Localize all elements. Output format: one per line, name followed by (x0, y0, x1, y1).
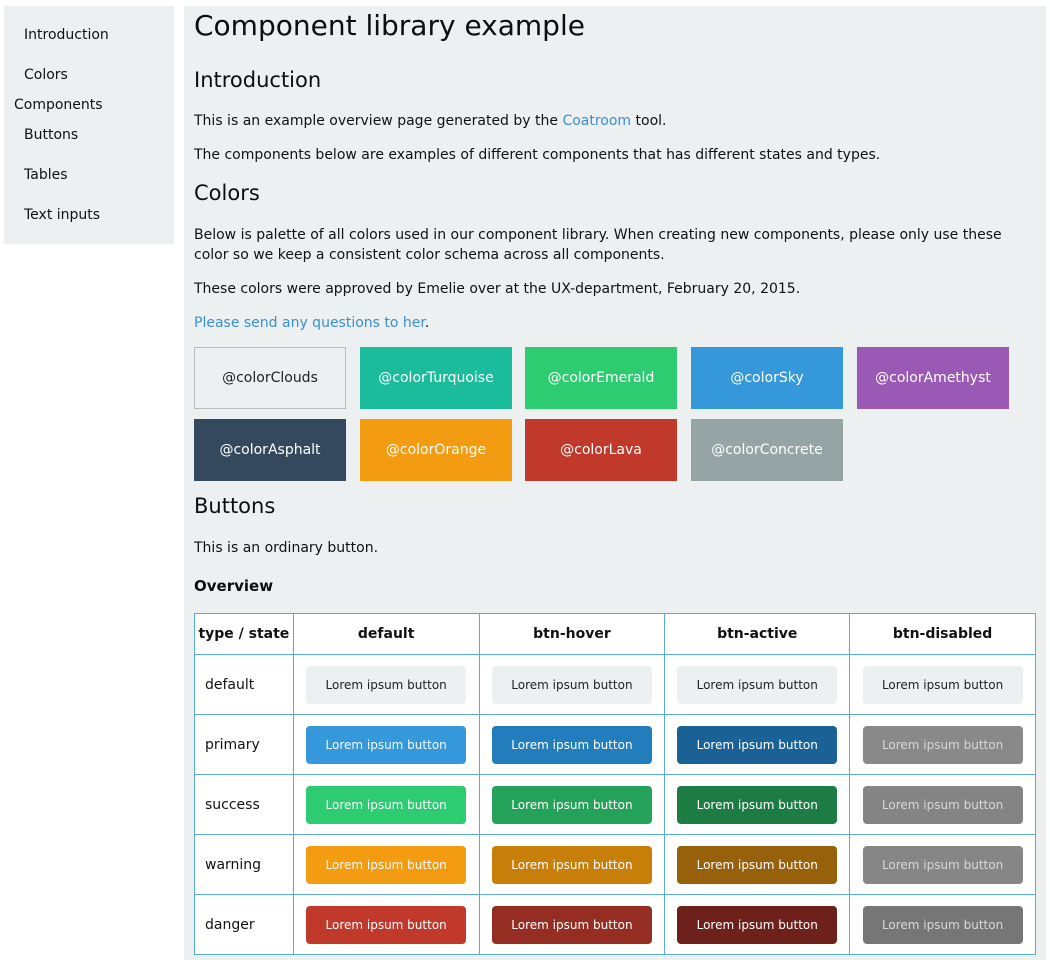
sidebar-item-buttons[interactable]: Buttons (24, 127, 79, 143)
sidebar-item-colors[interactable]: Colors (24, 67, 68, 83)
danger-button-active-state[interactable]: Lorem ipsum button (677, 905, 838, 944)
table-row: primary Lorem ipsum button Lorem ipsum b… (194, 714, 1036, 775)
row-label-primary: primary (194, 714, 294, 775)
default-button-hover-state[interactable]: Lorem ipsum button (491, 665, 652, 704)
table-row: default Lorem ipsum button Lorem ipsum b… (194, 654, 1036, 715)
questions-link[interactable]: Please send any questions to her (194, 315, 425, 331)
sidebar-item-tables[interactable]: Tables (24, 167, 68, 183)
default-button-disabled-state[interactable]: Lorem ipsum button (862, 665, 1023, 704)
color-swatch-emerald: @colorEmerald (525, 347, 677, 409)
color-swatch-concrete: @colorConcrete (691, 419, 843, 481)
column-header-btn-active: btn-active (664, 613, 851, 655)
intro-text-before: This is an example overview page generat… (194, 113, 563, 129)
sidebar: Introduction Colors Components Buttons T… (4, 6, 174, 244)
color-swatch-amethyst: @colorAmethyst (857, 347, 1009, 409)
colors-heading: Colors (194, 181, 260, 205)
overview-heading: Overview (194, 577, 274, 595)
sidebar-group-components: Components (14, 97, 103, 113)
danger-button-hover-state[interactable]: Lorem ipsum button (491, 905, 652, 944)
column-header-type-state: type / state (194, 613, 294, 655)
coatroom-link[interactable]: Coatroom (562, 113, 632, 129)
questions-link-after: . (424, 315, 430, 331)
success-button-default-state[interactable]: Lorem ipsum button (306, 785, 467, 824)
warning-button-disabled-state[interactable]: Lorem ipsum button (862, 845, 1023, 884)
page-title: Component library example (194, 9, 585, 42)
introduction-heading: Introduction (194, 68, 322, 92)
column-header-default: default (292, 613, 480, 655)
warning-button-default-state[interactable]: Lorem ipsum button (306, 845, 467, 884)
primary-button-active-state[interactable]: Lorem ipsum button (677, 725, 838, 764)
row-label-success: success (194, 774, 294, 835)
column-header-btn-hover: btn-hover (478, 613, 666, 655)
color-swatch-turquoise: @colorTurquoise (360, 347, 512, 409)
primary-button-disabled-state[interactable]: Lorem ipsum button (862, 725, 1023, 764)
primary-button-default-state[interactable]: Lorem ipsum button (306, 725, 467, 764)
main-content: Component library example Introduction T… (184, 6, 1046, 960)
row-label-danger: danger (194, 894, 294, 955)
success-button-hover-state[interactable]: Lorem ipsum button (491, 785, 652, 824)
row-label-default: default (194, 654, 294, 715)
sidebar-item-text-inputs[interactable]: Text inputs (24, 207, 101, 223)
colors-paragraph: Below is palette of all colors used in o… (194, 227, 1002, 263)
colors-contact-paragraph: Please send any questions to her. (194, 313, 1034, 333)
table-row: success Lorem ipsum button Lorem ipsum b… (194, 774, 1036, 835)
color-swatch-sky: @colorSky (691, 347, 843, 409)
default-button-default-state[interactable]: Lorem ipsum button (306, 665, 467, 704)
buttons-overview-table: type / state default btn-hover btn-activ… (194, 613, 1036, 955)
danger-button-disabled-state[interactable]: Lorem ipsum button (862, 905, 1023, 944)
success-button-active-state[interactable]: Lorem ipsum button (677, 785, 838, 824)
table-row: warning Lorem ipsum button Lorem ipsum b… (194, 834, 1036, 895)
primary-button-hover-state[interactable]: Lorem ipsum button (491, 725, 652, 764)
danger-button-default-state[interactable]: Lorem ipsum button (306, 905, 467, 944)
intro-paragraph-2: The components below are examples of dif… (194, 147, 881, 163)
table-header-row: type / state default btn-hover btn-activ… (194, 613, 1036, 655)
color-swatch-asphalt: @colorAsphalt (194, 419, 346, 481)
buttons-heading: Buttons (194, 494, 276, 518)
success-button-disabled-state[interactable]: Lorem ipsum button (862, 785, 1023, 824)
warning-button-active-state[interactable]: Lorem ipsum button (677, 845, 838, 884)
sidebar-item-introduction[interactable]: Introduction (24, 27, 109, 43)
row-label-warning: warning (194, 834, 294, 895)
color-swatch-orange: @colorOrange (360, 419, 512, 481)
colors-approval-paragraph: These colors were approved by Emelie ove… (194, 281, 801, 297)
default-button-active-state[interactable]: Lorem ipsum button (677, 665, 838, 704)
buttons-description: This is an ordinary button. (194, 540, 379, 556)
warning-button-hover-state[interactable]: Lorem ipsum button (491, 845, 652, 884)
intro-paragraph: This is an example overview page generat… (194, 111, 1034, 131)
column-header-btn-disabled: btn-disabled (849, 613, 1036, 655)
color-swatch-lava: @colorLava (525, 419, 677, 481)
intro-text-after: tool. (631, 113, 667, 129)
color-swatch-clouds: @colorClouds (194, 347, 346, 409)
table-row: danger Lorem ipsum button Lorem ipsum bu… (194, 894, 1036, 955)
